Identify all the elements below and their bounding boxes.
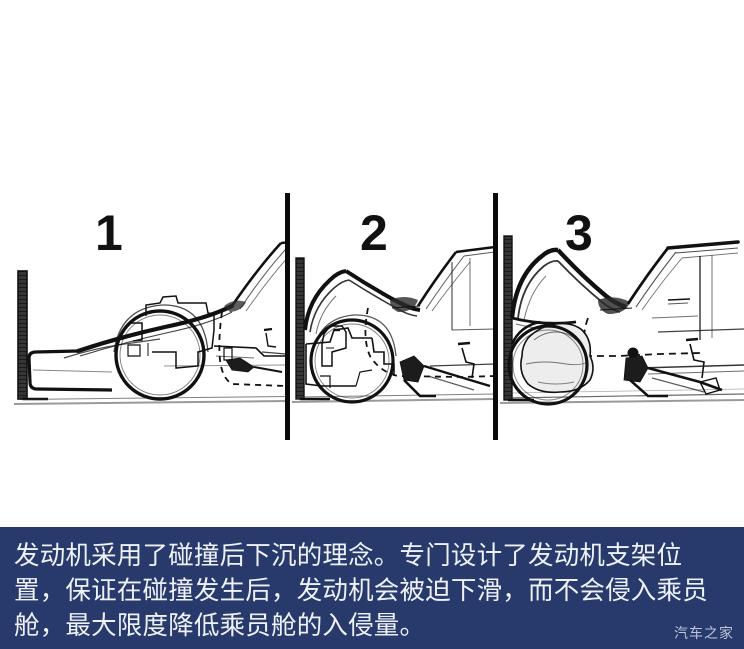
panel-divider-1 xyxy=(285,193,290,440)
panel-1-group: 1 xyxy=(13,205,286,405)
cabin-structure-2 xyxy=(416,245,495,367)
front-wheel-3 xyxy=(507,320,589,406)
engine-mount-bracket-1 xyxy=(223,347,283,373)
caption-bar: 发动机采用了碰撞后下沉的理念。专门设计了发动机支架位置，保证在碰撞发生后，发动机… xyxy=(0,527,744,649)
engine-assembly-2 xyxy=(320,325,347,388)
panel-1-number: 1 xyxy=(95,205,123,261)
cowl-blob-2 xyxy=(390,297,421,312)
caption-text: 发动机采用了碰撞后下沉的理念。专门设计了发动机支架位置，保证在碰撞发生后，发动机… xyxy=(14,541,708,641)
car-body-1 xyxy=(27,241,286,392)
engine-mount-pivot-dot xyxy=(627,347,639,359)
steering-linkage-1 xyxy=(261,327,286,355)
illustration-background xyxy=(0,0,744,527)
panel-2-group: 2 xyxy=(291,205,495,404)
panel-divider-2 xyxy=(493,193,498,440)
cabin-structure-3 xyxy=(626,240,744,375)
front-wheel-2 xyxy=(309,314,397,404)
cowl-blob-3 xyxy=(598,297,633,314)
crushed-structure-3 xyxy=(520,322,594,394)
panel-3-number: 3 xyxy=(565,205,593,261)
engine-mount-bracket-2 xyxy=(399,341,491,398)
crash-sequence-illustration: 1 xyxy=(0,0,744,527)
front-wheel-1 xyxy=(113,304,209,401)
dropped-engine-rail-3 xyxy=(623,337,723,398)
panel-2-number: 2 xyxy=(360,205,388,261)
engine-assembly-1 xyxy=(126,295,286,369)
crash-sequence-svg: 1 xyxy=(0,0,744,527)
site-watermark: 汽车之家 xyxy=(674,626,734,642)
firewall-dashed-2 xyxy=(364,307,495,378)
panel-3-group: 3 xyxy=(499,205,744,406)
